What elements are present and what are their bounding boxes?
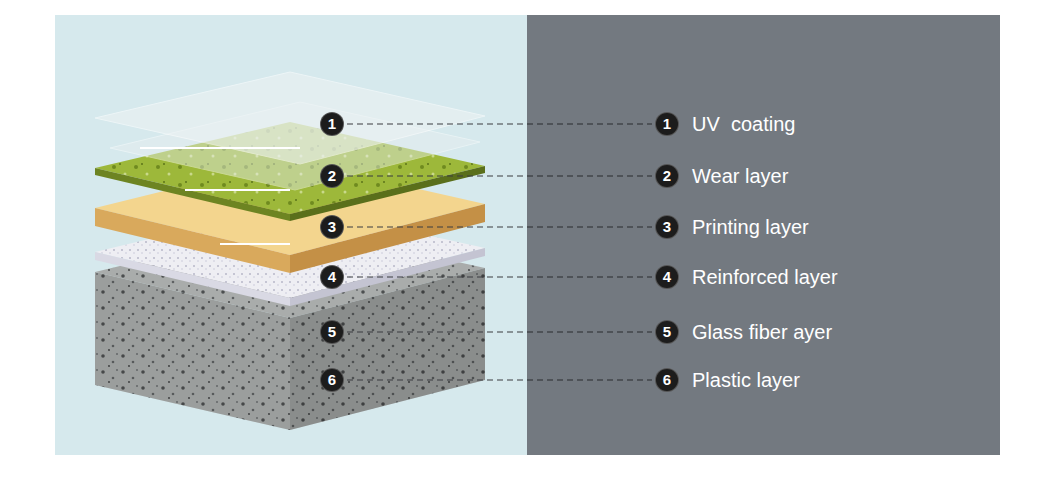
leader-line (527, 331, 652, 332)
leader-line (527, 276, 652, 277)
callout-number: 3 (321, 216, 343, 238)
callout-number: 5 (656, 321, 678, 343)
callout-number: 1 (656, 113, 678, 135)
callout-number: 4 (656, 266, 678, 288)
leader-line (347, 226, 527, 227)
layer-label: Wear layer (692, 164, 788, 188)
callout-number: 6 (656, 369, 678, 391)
leader-line (347, 379, 527, 380)
callout-number: 3 (656, 216, 678, 238)
callout-number: 6 (321, 369, 343, 391)
callout-number: 5 (321, 321, 343, 343)
callout-number: 4 (321, 266, 343, 288)
leader-line (347, 175, 527, 176)
callout-number: 1 (321, 113, 343, 135)
layer-label: Printing layer (692, 215, 809, 239)
layer-label: Glass fiber ayer (692, 320, 832, 344)
layer-label: UV coating (692, 112, 795, 136)
leader-line (527, 175, 652, 176)
leader-line (527, 123, 652, 124)
layer-label: Reinforced layer (692, 265, 838, 289)
leader-line (527, 226, 652, 227)
leader-line (527, 379, 652, 380)
leader-line (347, 123, 527, 124)
callout-number: 2 (656, 165, 678, 187)
leader-line (347, 331, 527, 332)
callout-number: 2 (321, 165, 343, 187)
leader-line (347, 276, 527, 277)
layer-label: Plastic layer (692, 368, 800, 392)
